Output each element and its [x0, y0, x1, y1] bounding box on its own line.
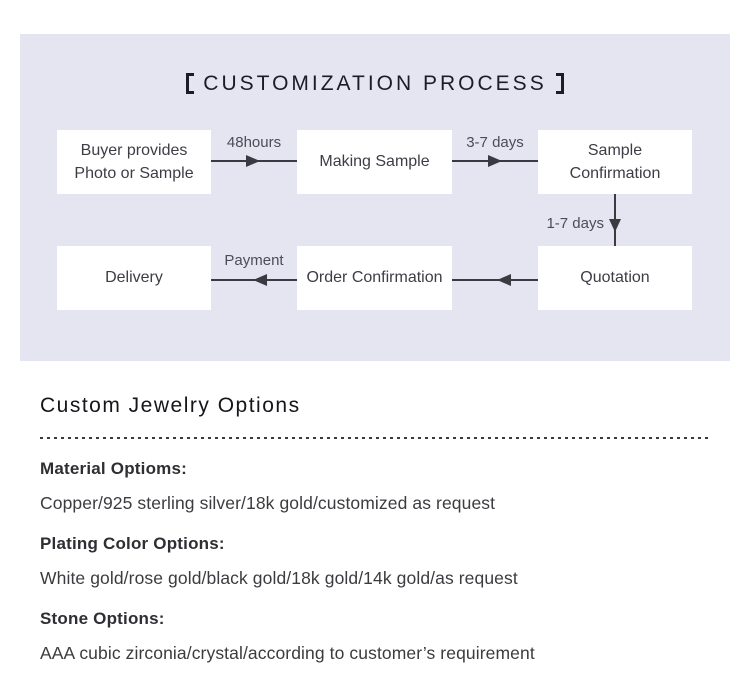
section-heading: Custom Jewelry Options	[40, 394, 301, 417]
node-buyer-provides: Buyer provides Photo or Sample	[57, 130, 211, 194]
option-group-material: Material Optioms: Copper/925 sterling si…	[40, 458, 710, 514]
arrow-down-icon	[609, 219, 621, 232]
option-group-value: Copper/925 sterling silver/18k gold/cust…	[40, 493, 496, 513]
node-label: Making Sample	[319, 153, 430, 171]
customization-process-panel: CUSTOMIZATION PROCESS Buyer provides Pho…	[20, 34, 730, 361]
option-group-value: White gold/rose gold/black gold/18k gold…	[40, 568, 518, 588]
node-label: Sample Confirmation	[569, 141, 661, 182]
option-group-plating-color: Plating Color Options: White gold/rose g…	[40, 533, 710, 589]
node-label: Order Confirmation	[306, 269, 443, 287]
node-delivery: Delivery	[57, 246, 211, 310]
option-group-label: Stone Options:	[40, 609, 165, 628]
edge-label-3-7-days: 3-7 days	[466, 134, 524, 151]
right-lenticular-bracket-icon	[555, 73, 564, 94]
flowchart-title: CUSTOMIZATION PROCESS	[20, 72, 730, 96]
node-sample-confirmation: Sample Confirmation	[538, 130, 692, 194]
edge-line-quotation-to-order	[452, 279, 538, 281]
dotted-divider	[40, 437, 710, 439]
edge-label-payment: Payment	[224, 252, 284, 269]
option-group-value: AAA cubic zirconia/crystal/according to …	[40, 643, 535, 663]
node-order-confirmation: Order Confirmation	[297, 246, 452, 310]
node-label: Quotation	[580, 269, 650, 287]
option-group-stone: Stone Options: AAA cubic zirconia/crysta…	[40, 608, 710, 664]
edge-label-1-7-days: 1-7 days	[546, 215, 604, 232]
arrow-left-icon	[497, 274, 511, 286]
left-lenticular-bracket-icon	[186, 73, 195, 94]
edge-label-48hours: 48hours	[226, 134, 282, 151]
node-making-sample: Making Sample	[297, 130, 452, 194]
arrow-right-icon	[246, 155, 260, 167]
flowchart-title-text: CUSTOMIZATION PROCESS	[203, 72, 547, 95]
node-quotation: Quotation	[538, 246, 692, 310]
option-group-label: Plating Color Options:	[40, 534, 225, 553]
arrow-right-icon	[488, 155, 502, 167]
custom-jewelry-options-section: Custom Jewelry Options Material Optioms:…	[40, 393, 710, 664]
option-group-label: Material Optioms:	[40, 459, 187, 478]
arrow-left-icon	[253, 274, 267, 286]
node-label: Delivery	[105, 269, 163, 287]
node-label: Buyer provides Photo or Sample	[74, 141, 194, 182]
